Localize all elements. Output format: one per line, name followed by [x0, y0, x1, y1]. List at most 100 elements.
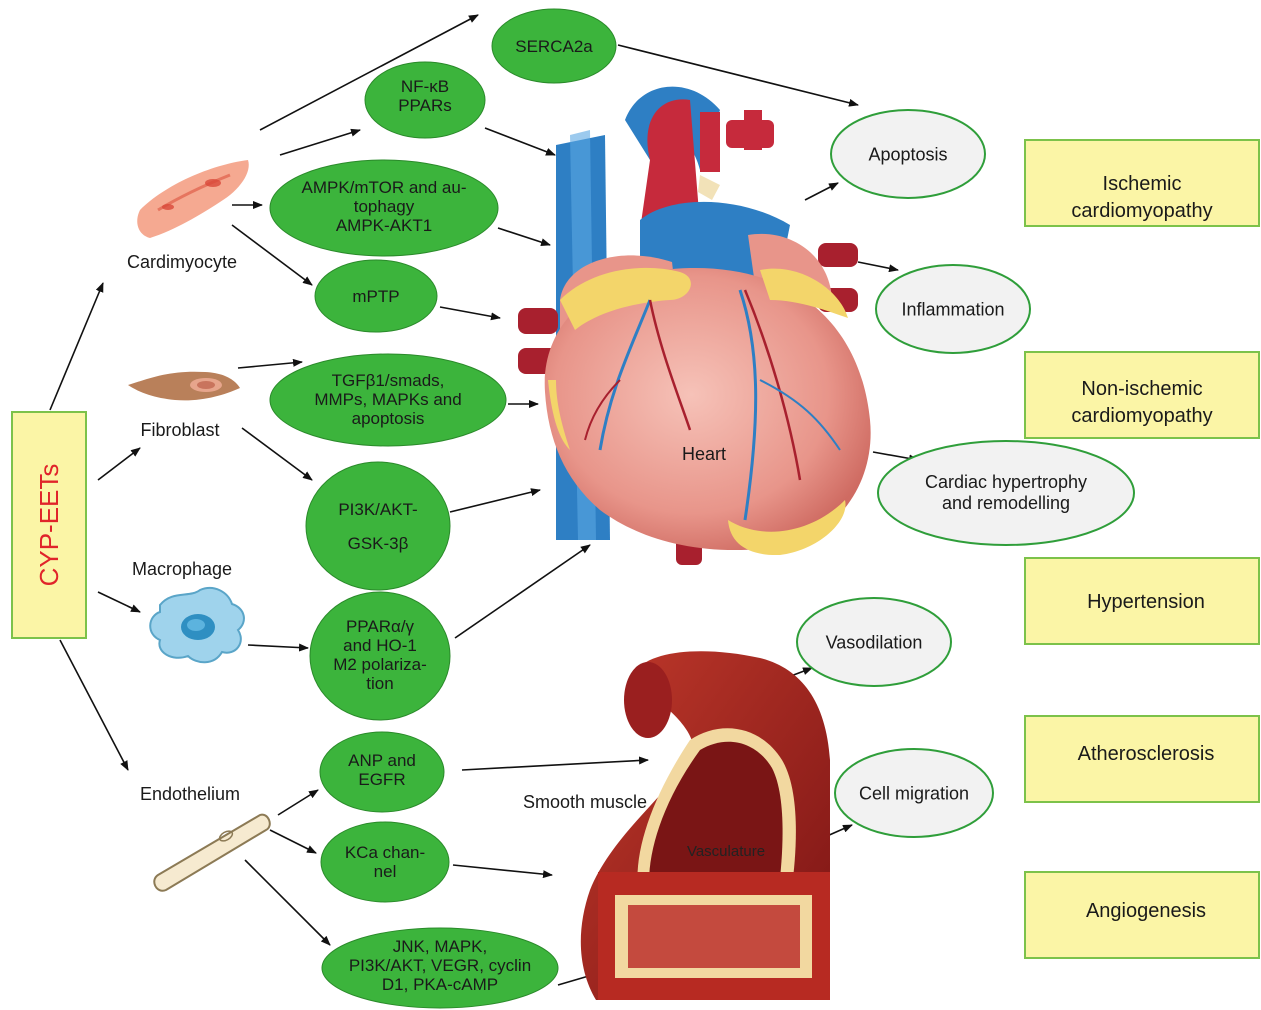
arrow-fibro-tgfb	[238, 362, 302, 368]
disease-hypertension-line1: Hypertension	[1087, 591, 1205, 613]
svg-text:Apoptosis: Apoptosis	[868, 144, 947, 164]
svg-text:Hypertension: Hypertension	[1087, 591, 1205, 613]
pathway-jnk-line1: JNK, MAPK,	[393, 937, 487, 956]
arrow-root-fibroblast	[98, 448, 140, 480]
macrophage-cell: Macrophage	[132, 559, 244, 662]
outcome-vasodilation: Vasodilation	[797, 598, 951, 686]
cardiomyocyte-illustration	[137, 160, 249, 238]
vasculature-label: Vasculature	[687, 843, 765, 860]
arrow-cardio-nfkb	[280, 130, 360, 155]
pathway-tgfb-line2: MMPs, MAPKs and	[314, 390, 461, 409]
disease-nonischemic-line2: cardiomyopathy	[1071, 405, 1212, 427]
pathway-ppar: PPARα/γand HO-1M2 polariza-tion	[310, 592, 450, 720]
endothelium-illustration	[154, 815, 269, 891]
pathway-nfkb-line1: NF-κB	[401, 77, 449, 96]
fibroblast-illustration	[128, 372, 240, 401]
arrow-kca-vascular	[453, 865, 552, 875]
pathway-ampk-line3: AMPK-AKT1	[336, 216, 432, 235]
disease-nonischemic: Non-ischemic cardiomyopathy	[1025, 352, 1259, 438]
macrophage-illustration	[150, 588, 244, 662]
endothelium-label: Endothelium	[140, 784, 240, 804]
disease-nonischemic-line1: Non-ischemic	[1081, 378, 1202, 400]
pathway-ppar-line3: M2 polariza-	[333, 655, 427, 674]
pathway-kca: KCa chan-nel	[321, 822, 449, 902]
fibroblast-label: Fibroblast	[140, 420, 219, 440]
outcome-apoptosis: Apoptosis	[831, 110, 985, 198]
outcome-migration-line1: Cell migration	[859, 783, 969, 803]
disease-ischemic-line2: cardiomyopathy	[1071, 200, 1212, 222]
pathway-ampk-line2: tophagy	[354, 197, 415, 216]
root-label: CYP-EETs	[34, 464, 64, 587]
disease-ischemic: Ischemic cardiomyopathy	[1025, 140, 1259, 226]
arrow-mptp-heart	[440, 307, 500, 318]
arrow-heart-apoptosis	[805, 183, 838, 200]
pathway-mptp: mPTP	[315, 260, 437, 332]
pathway-anp-line1: ANP and	[348, 751, 416, 770]
arrow-fibro-pi3k	[242, 428, 312, 480]
arrow-root-macrophage	[98, 592, 140, 612]
disease-angiogenesis-line1: Angiogenesis	[1086, 900, 1206, 922]
arrow-root-cardiomyocyte	[50, 283, 103, 410]
arrow-pi3k-heart	[450, 490, 540, 512]
cardiomyocyte-label: Cardimyocyte	[127, 252, 237, 272]
macrophage-label: Macrophage	[132, 559, 232, 579]
pathway-jnk-line2: PI3K/AKT, VEGR, cyclin	[349, 956, 531, 975]
vasculature-illustration: Vasculature	[581, 651, 830, 1000]
pathway-serca: SERCA2a	[492, 9, 616, 83]
pathway-ampk-line1: AMPK/mTOR and au-	[301, 178, 466, 197]
outcome-apoptosis-line1: Apoptosis	[868, 144, 947, 164]
outcome-inflammation-line1: Inflammation	[901, 299, 1004, 319]
arrow-ppar-heart	[455, 545, 590, 638]
arrow-heart-inflammation	[858, 262, 898, 270]
svg-text:SERCA2a: SERCA2a	[515, 37, 593, 56]
arrow-anp-vascular	[462, 760, 648, 770]
fibroblast-cell: Fibroblast	[128, 372, 240, 440]
pathway-anp: ANP andEGFR	[320, 732, 444, 812]
pathway-pi3k-line1: PI3K/AKT-	[338, 500, 417, 519]
disease-ischemic-line1: Ischemic	[1103, 173, 1182, 195]
heart-illustration: Heart	[518, 87, 871, 565]
arrow-endo-anp	[278, 790, 318, 815]
svg-text:Cell migration: Cell migration	[859, 783, 969, 803]
svg-text:Angiogenesis: Angiogenesis	[1086, 900, 1206, 922]
svg-text:Inflammation: Inflammation	[901, 299, 1004, 319]
endothelium-cell: Endothelium	[140, 784, 270, 891]
outcome-vasodilation-line1: Vasodilation	[826, 632, 923, 652]
outcome-migration: Cell migration	[835, 749, 993, 837]
disease-angiogenesis: Angiogenesis	[1025, 872, 1259, 958]
cardiomyocyte-cell: Cardimyocyte	[127, 160, 249, 272]
arrow-endo-jnk	[245, 860, 330, 945]
heart-label: Heart	[682, 444, 726, 464]
outcome-inflammation: Inflammation	[876, 265, 1030, 353]
pathway-nfkb-line2: PPARs	[398, 96, 452, 115]
pathway-pi3k-line2: GSK-3β	[348, 534, 409, 553]
pathway-serca-line1: SERCA2a	[515, 37, 593, 56]
pathway-jnk-line3: D1, PKA-cAMP	[382, 975, 498, 994]
pathway-ppar-line1: PPARα/γ	[346, 617, 415, 636]
arrow-endo-kca	[270, 830, 316, 853]
pathway-tgfb-line1: TGFβ1/smads,	[332, 371, 445, 390]
arrow-macro-ppar	[248, 645, 308, 648]
pathway-anp-line2: EGFR	[358, 770, 405, 789]
root-box: CYP-EETs	[12, 412, 86, 638]
pathway-mptp-line1: mPTP	[352, 287, 399, 306]
disease-atherosclerosis-line1: Atherosclerosis	[1078, 743, 1215, 765]
svg-text:mPTP: mPTP	[352, 287, 399, 306]
outcome-hypertrophy-line1: Cardiac hypertrophy	[925, 472, 1087, 492]
arrow-root-endothelium	[60, 640, 128, 770]
arrow-nfkb-heart	[485, 128, 555, 155]
disease-atherosclerosis: Atherosclerosis	[1025, 716, 1259, 802]
svg-text:Atherosclerosis: Atherosclerosis	[1078, 743, 1215, 765]
pathway-ppar-line4: tion	[366, 674, 393, 693]
svg-text:Vasodilation: Vasodilation	[826, 632, 923, 652]
outcome-hypertrophy-line2: and remodelling	[942, 493, 1070, 513]
pathway-pi3k: PI3K/AKT- GSK-3β	[306, 462, 450, 590]
